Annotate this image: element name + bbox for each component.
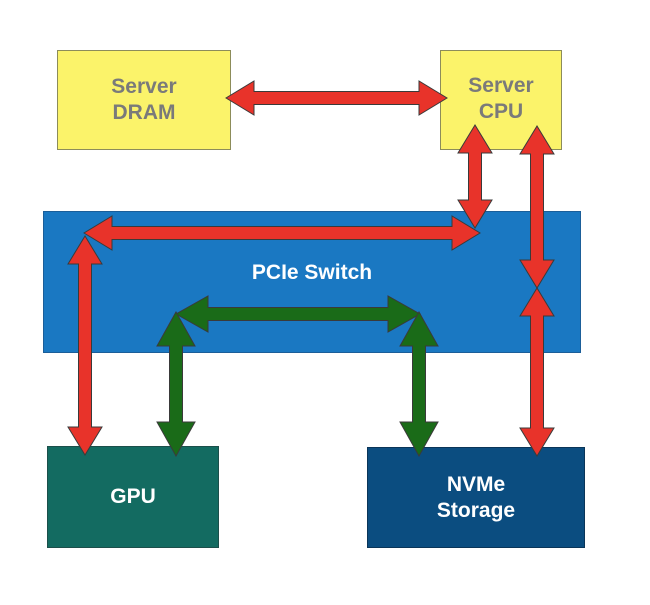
dram-cpu-arrow [225, 80, 448, 116]
server-cpu-node: Server CPU [440, 50, 562, 150]
pcie-gpu-arrow [67, 235, 103, 456]
pcie-switch-label: PCIe Switch [251, 261, 373, 284]
gpu-node: GPU [47, 446, 219, 548]
nvme-switch-green-arrow [399, 310, 439, 458]
cpu-nvme-lower-arrow [519, 287, 555, 457]
server-dram-label: Server DRAM [111, 75, 177, 124]
nvme-storage-node: NVMe Storage [367, 447, 585, 548]
server-dram-node: Server DRAM [57, 50, 231, 150]
gpu-label: GPU [110, 485, 156, 508]
gpu-nvme-horizontal-arrow [174, 295, 422, 333]
nvme-storage-label: NVMe Storage [436, 472, 516, 522]
server-cpu-label: Server CPU [468, 74, 534, 123]
pcie-horizontal-arrow [83, 215, 481, 251]
cpu-pcie-arrow [457, 124, 493, 229]
gpu-switch-green-arrow [156, 310, 196, 458]
cpu-nvme-upper-arrow [519, 125, 555, 289]
